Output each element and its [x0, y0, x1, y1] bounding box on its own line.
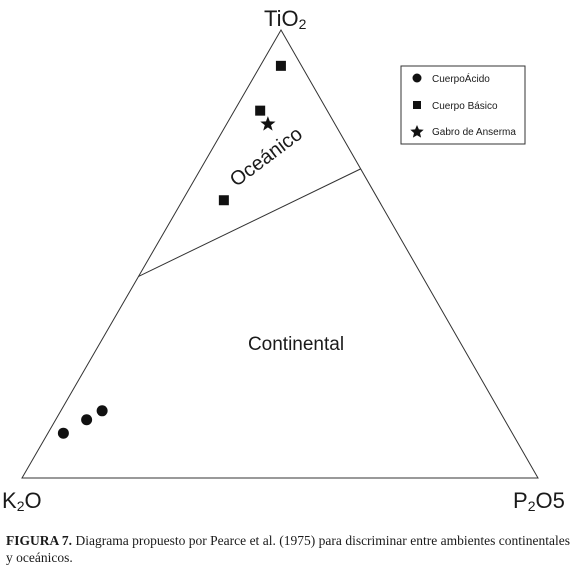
- field-boundary-line: [138, 168, 361, 277]
- data-point-circle-3: [57, 427, 69, 439]
- caption-text: Diagrama propuesto por Pearce et al. (19…: [6, 533, 570, 565]
- data-point-square-2: [255, 105, 266, 116]
- legend-label-basic: Cuerpo Básico: [432, 101, 498, 112]
- data-point-circle-1: [96, 405, 108, 417]
- legend-marker-square: [413, 101, 421, 109]
- caption-label: FIGURA 7.: [6, 533, 73, 548]
- vertex-label-p2o5: P2O5: [513, 488, 565, 512]
- legend-marker-circle: [412, 73, 422, 83]
- legend-marker-star: [410, 125, 424, 138]
- figure-caption: FIGURA 7. Diagrama propuesto por Pearce …: [6, 532, 570, 566]
- field-label-oceanic: Oceánico: [226, 123, 307, 191]
- ternary-diagram: TiO2 K2O P2O5 Oceánico Continental Cuerp…: [2, 6, 565, 512]
- legend-label-acid: CuerpoÁcido: [432, 72, 490, 85]
- vertex-label-k2o: K2O: [2, 488, 42, 512]
- legend: CuerpoÁcido Cuerpo Básico Gabro de Anser…: [400, 65, 526, 145]
- data-points: [57, 60, 286, 439]
- data-point-square-3: [218, 195, 229, 206]
- vertex-label-tio2: TiO2: [264, 6, 307, 32]
- ternary-triangle: [21, 28, 539, 479]
- data-point-square-1: [275, 60, 286, 71]
- data-point-star-1: [260, 116, 276, 131]
- data-point-circle-2: [81, 414, 93, 426]
- field-label-continental: Continental: [248, 334, 344, 355]
- legend-label-gabbro: Gabro de Anserma: [432, 127, 516, 138]
